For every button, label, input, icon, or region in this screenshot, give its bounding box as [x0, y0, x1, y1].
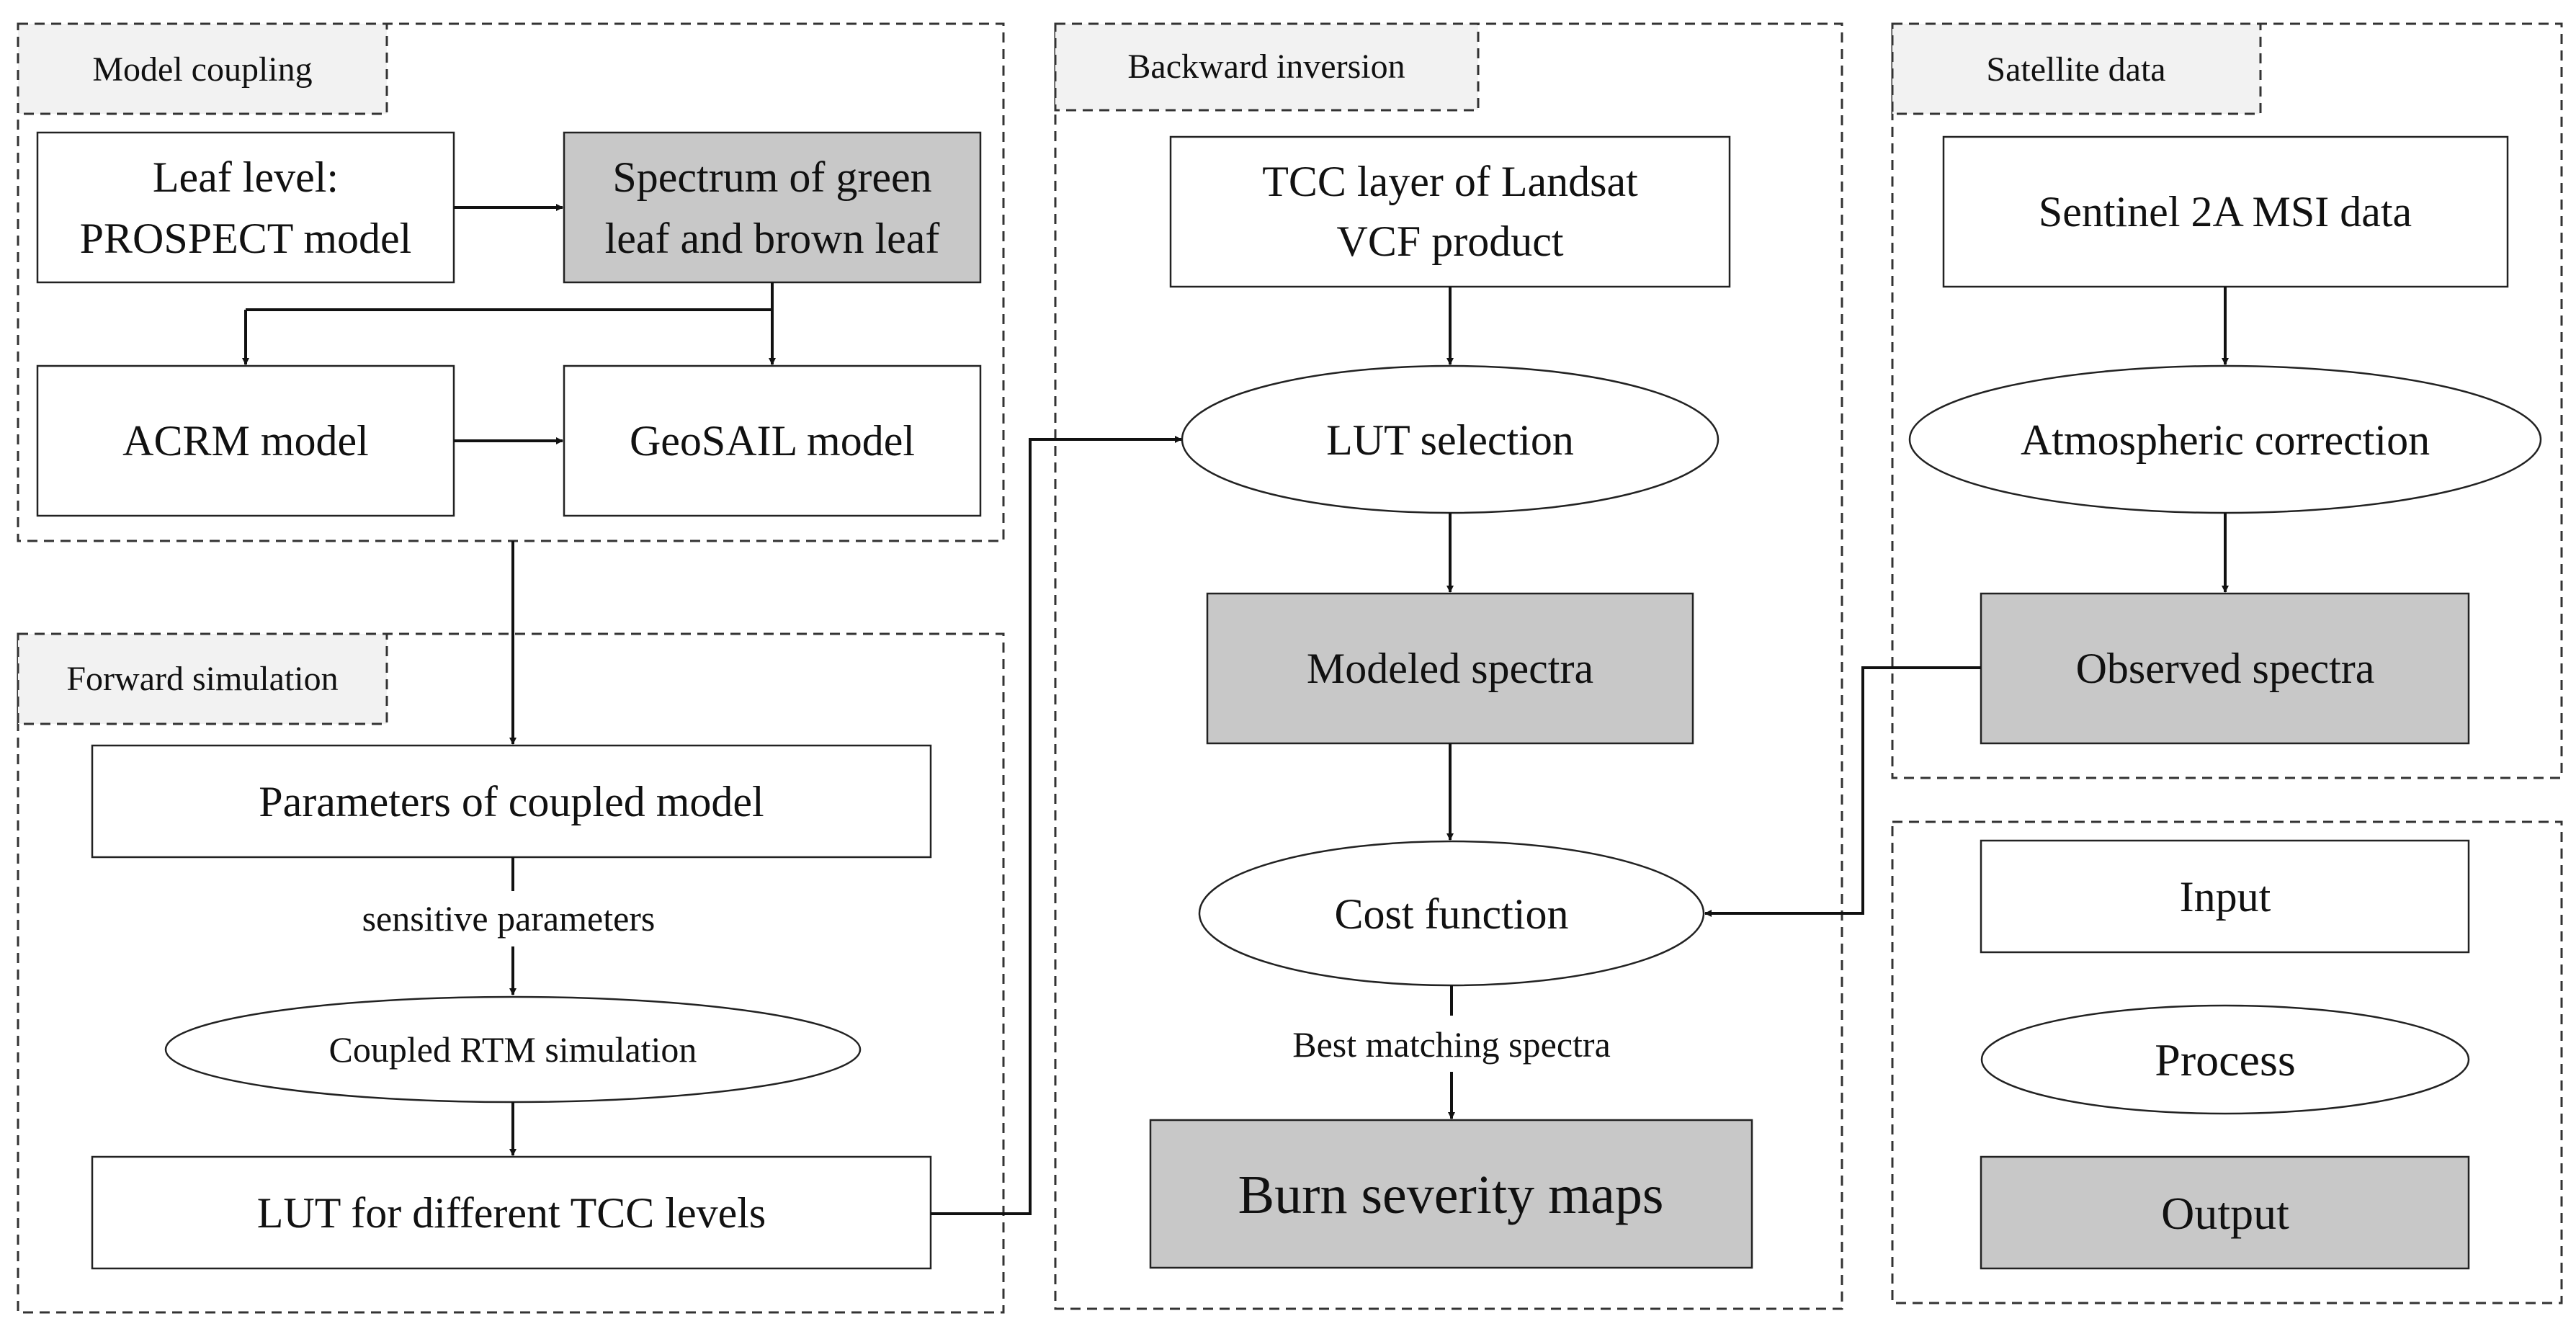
- parameters-label: Parameters of coupled model: [259, 778, 764, 825]
- legend-input-label: Input: [2180, 873, 2271, 921]
- lut-levels-label: LUT for different TCC levels: [257, 1189, 766, 1237]
- observed-spectra-node: [1980, 592, 2470, 745]
- cost-function-label: Cost function: [1335, 890, 1569, 938]
- geosail-label: GeoSAIL model: [630, 417, 915, 465]
- acrm-node: [36, 364, 455, 517]
- tcc-layer-line-1: TCC layer of Landsat: [1262, 158, 1638, 205]
- spectrum-node: [563, 131, 982, 284]
- forward-simulation-title: Forward simulation: [66, 660, 338, 698]
- atmospheric-label: Atmospheric correction: [2021, 416, 2430, 464]
- best-matching-label: Best matching spectra: [1292, 1024, 1611, 1065]
- legend-process-ellipse: [1980, 1004, 2470, 1115]
- leaf-level-line-2: PROSPECT model: [80, 215, 412, 262]
- burn-severity-node: [1149, 1119, 1753, 1269]
- parameters-node: [91, 744, 932, 859]
- legend-input-box: [1980, 839, 2470, 954]
- burn-severity-label: Burn severity maps: [1238, 1165, 1663, 1225]
- lut-to-selection-connector: [931, 436, 1182, 1215]
- sentinel-label: Sentinel 2A MSI data: [2039, 188, 2412, 236]
- tcc-layer-line-2: VCF product: [1337, 218, 1564, 265]
- tcc-layer-node: [1169, 135, 1731, 288]
- legend-process-label: Process: [2155, 1034, 2296, 1085]
- spectrum-line-1: Spectrum of green: [612, 153, 931, 201]
- leaf-level-line-1: Leaf level:: [153, 153, 339, 201]
- satellite-data-tab: [1891, 22, 2262, 115]
- spectrum-line-2: leaf and brown leaf: [605, 215, 940, 262]
- modeled-spectra-label: Modeled spectra: [1307, 645, 1593, 692]
- satellite-data-title: Satellite data: [1986, 50, 2165, 89]
- observed-spectra-label: Observed spectra: [2076, 645, 2375, 692]
- legend-section: [1891, 820, 2563, 1304]
- leaf-level-node: [36, 131, 455, 284]
- backward-inversion-title: Backward inversion: [1127, 48, 1405, 86]
- observed-to-cost-connector: [1704, 666, 1981, 917]
- model-coupling-tab: [17, 22, 388, 115]
- model-coupling-section: [17, 22, 1005, 542]
- acrm-label: ACRM model: [122, 417, 369, 465]
- modeled-spectra-node: [1206, 592, 1694, 745]
- geosail-node: [563, 364, 982, 517]
- lut-selection-label: LUT selection: [1326, 416, 1574, 464]
- forward-simulation-tab: [17, 632, 388, 725]
- sensitive-parameters-label: sensitive parameters: [362, 898, 656, 939]
- backward-inversion-section: [1054, 22, 1843, 1310]
- legend-output-label: Output: [2161, 1188, 2289, 1239]
- backward-inversion-tab: [1054, 22, 1480, 112]
- model-coupling-title: Model coupling: [92, 50, 312, 89]
- sentinel-node: [1942, 135, 2509, 288]
- coupled-rtm-label: Coupled RTM simulation: [329, 1029, 697, 1070]
- legend-output-box: [1980, 1155, 2470, 1270]
- forward-simulation-section: [17, 632, 1005, 1314]
